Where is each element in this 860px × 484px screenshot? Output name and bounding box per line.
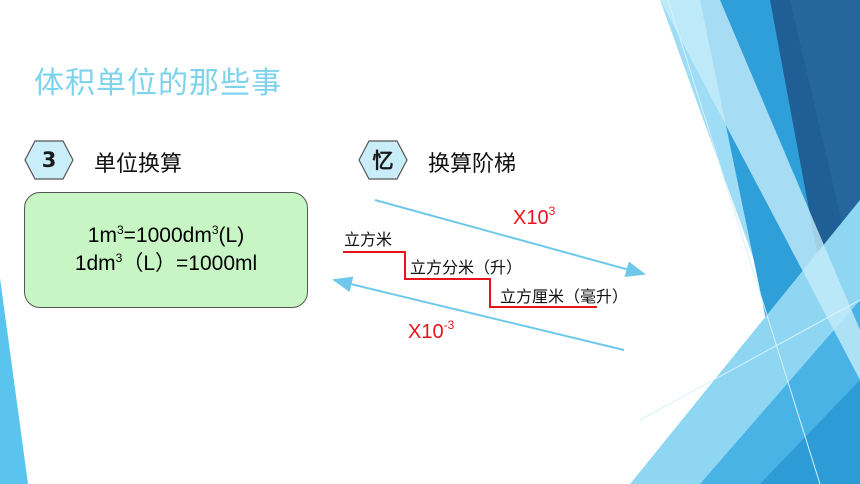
step-badge-number: 3 — [41, 148, 57, 172]
formula-exponent: 3 — [116, 223, 124, 237]
formula-box: 1m3=1000dm3(L) 1dm3（L）=1000ml — [24, 192, 308, 308]
multiply-arrow — [374, 199, 646, 277]
formula-exponent: 3 — [115, 251, 123, 265]
slide-title: 体积单位的那些事 — [34, 66, 282, 101]
formula-exponent: 3 — [211, 223, 219, 237]
section-label-conversion: 单位换算 — [94, 152, 183, 177]
factor-exponent: -3 — [443, 318, 455, 332]
ladder-step-cubic-meter: 立方米 — [344, 230, 393, 249]
step-badge: 3 — [24, 140, 74, 180]
recall-badge: 忆 — [358, 140, 408, 180]
recall-badge-char: 忆 — [372, 149, 394, 173]
ladder-step-cubic-centimeter: 立方厘米（毫升） — [500, 287, 629, 306]
divide-factor: X10-3 — [408, 318, 455, 344]
section-label-ladder: 换算阶梯 — [428, 152, 517, 177]
formula-text: 1m — [87, 224, 117, 247]
hexagon-icon — [358, 140, 408, 180]
factor-exponent: 3 — [548, 204, 556, 218]
ladder-step-cubic-decimeter: 立方分米（升） — [410, 258, 523, 277]
factor-base: X10 — [513, 207, 549, 229]
formula-text: (L) — [218, 224, 245, 247]
formula-text: （L）=1000ml — [122, 252, 258, 275]
ladder-steps — [343, 251, 597, 308]
formula-line-2: 1dm3（L）=1000ml — [75, 250, 257, 278]
multiply-factor: X103 — [513, 204, 556, 230]
formula-line-1: 1m3=1000dm3(L) — [88, 222, 244, 250]
factor-base: X10 — [408, 321, 444, 343]
formula-text: 1dm — [74, 252, 116, 275]
hexagon-icon — [24, 140, 74, 180]
divide-arrow — [332, 276, 625, 351]
formula-text: =1000dm — [123, 224, 212, 247]
